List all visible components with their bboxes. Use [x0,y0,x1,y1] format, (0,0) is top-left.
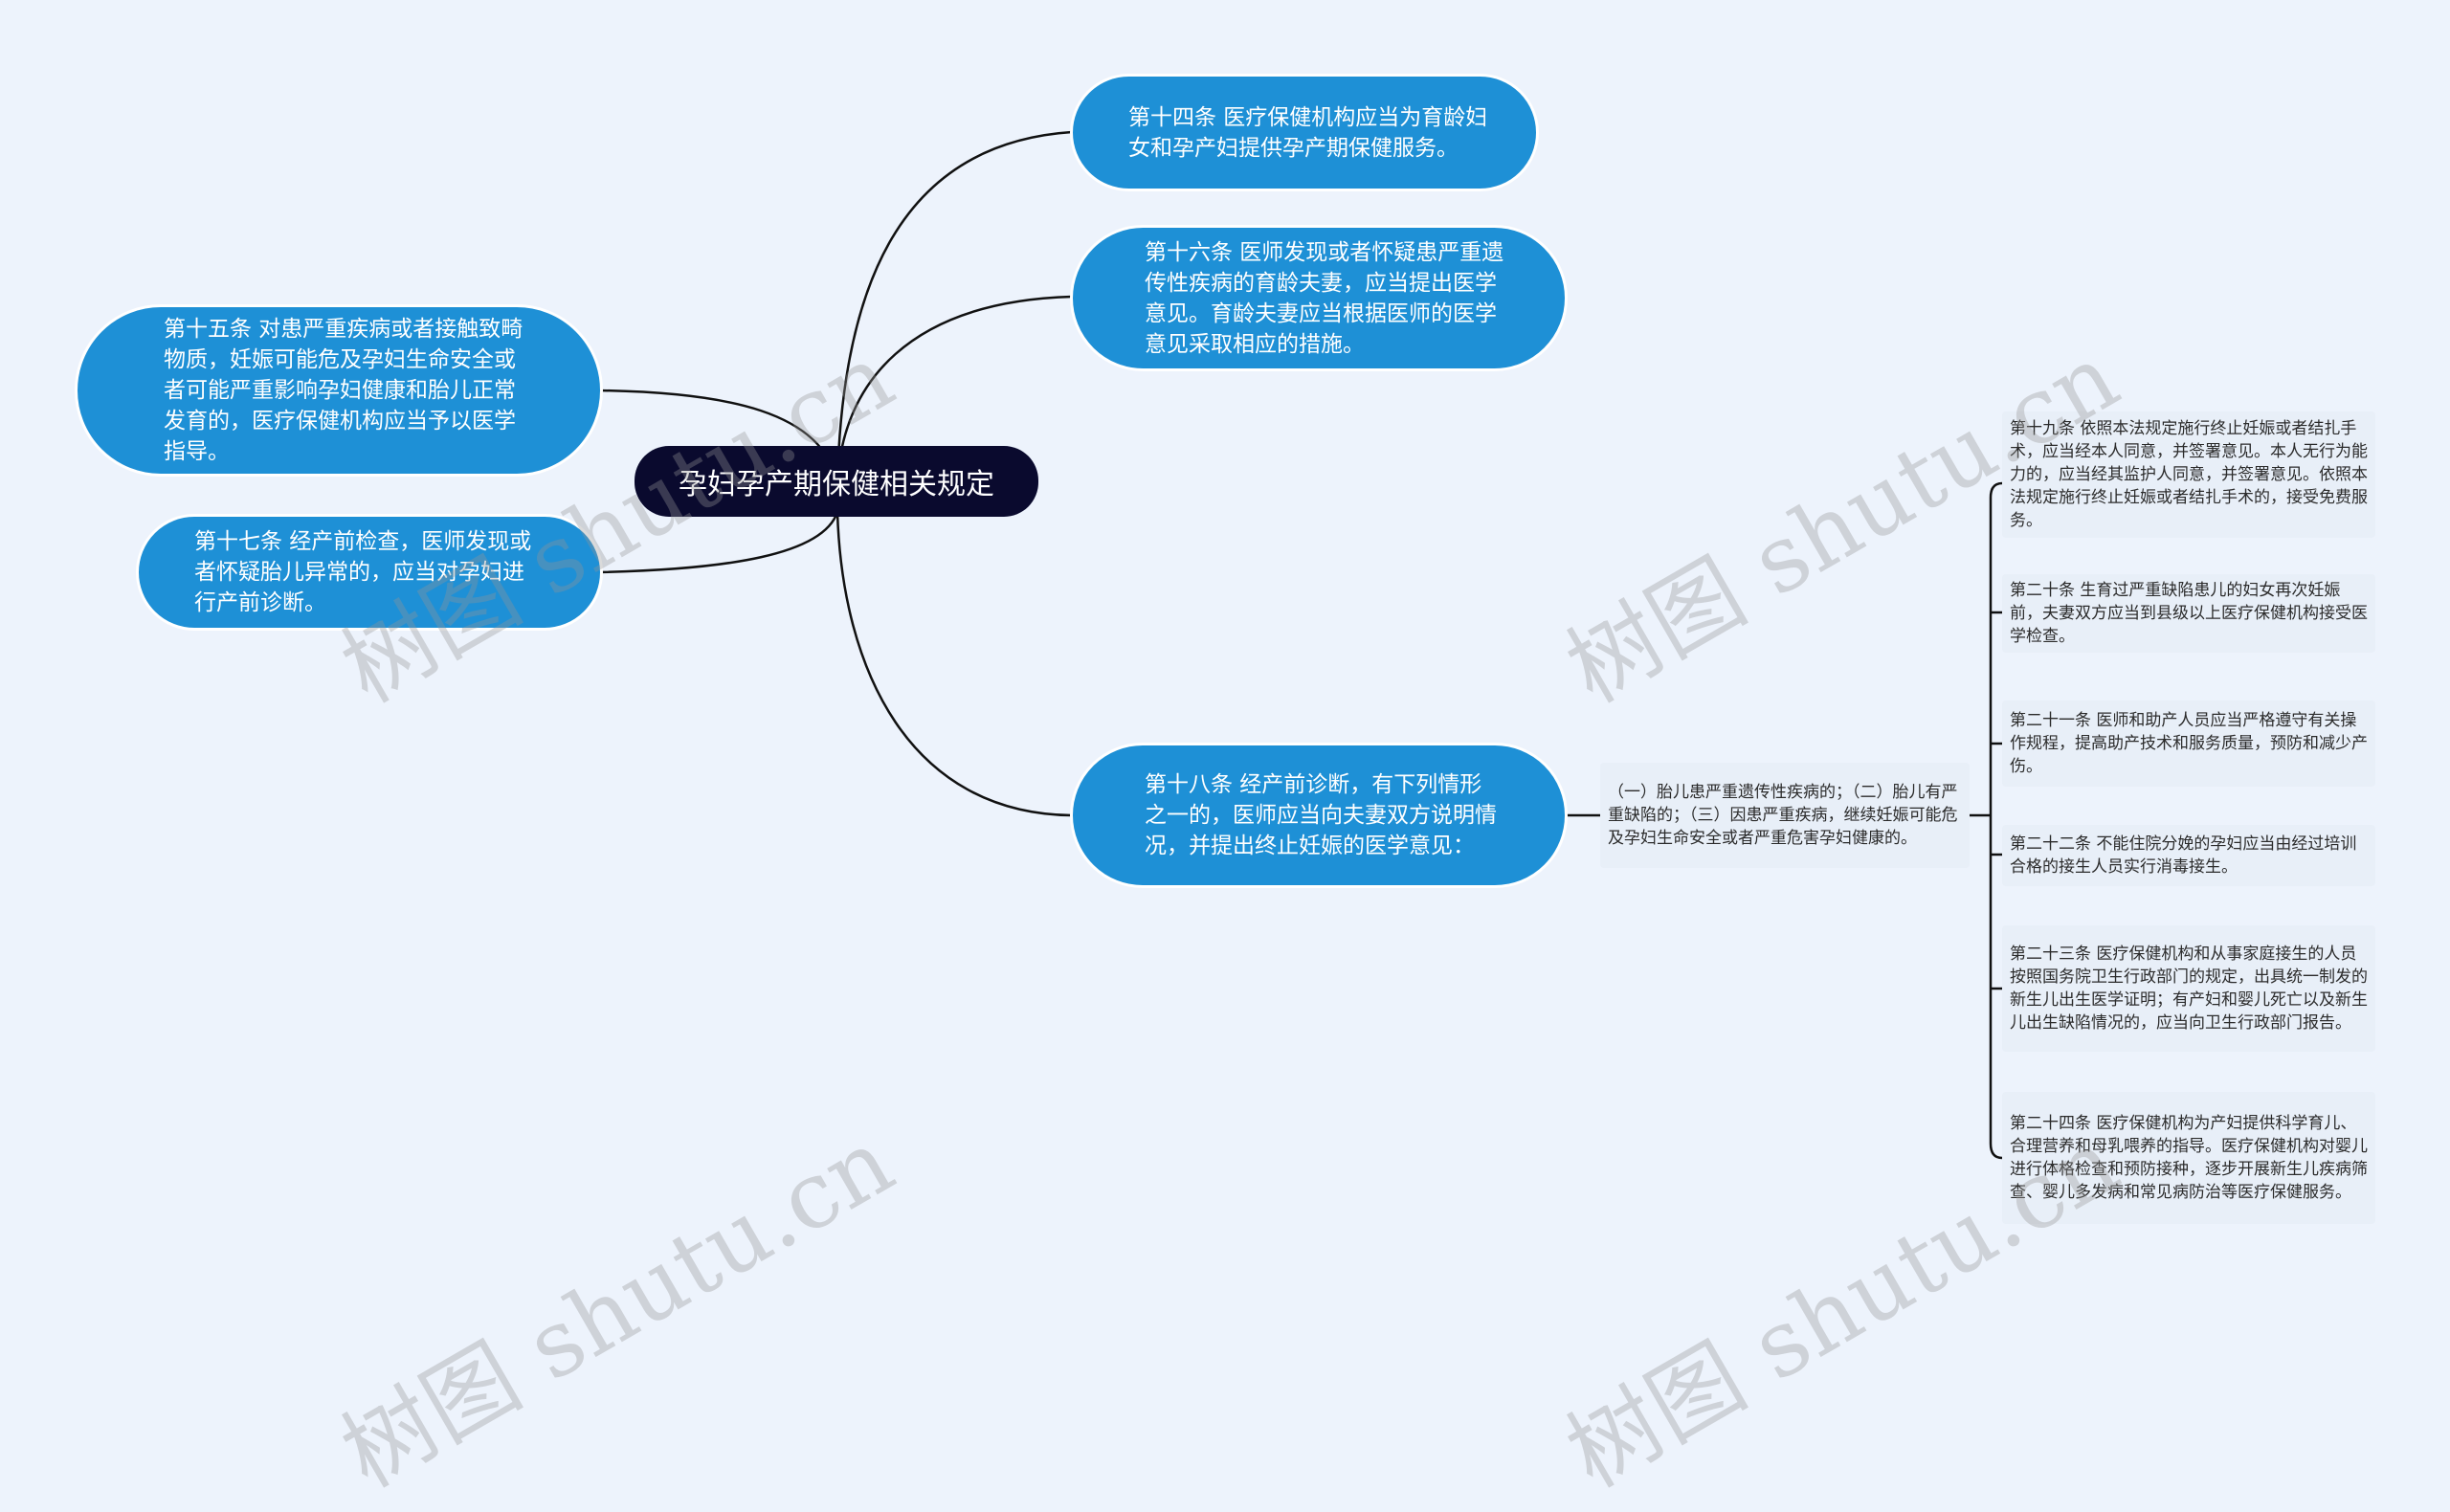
leaf-article-19[interactable]: 第十九条 依照本法规定施行终止妊娠或者结扎手术，应当经本人同意，并签署意见。本人… [2002,411,2375,538]
leaf-article-21-text: 第二十一条 医师和助产人员应当严格遵守有关操作规程，提高助产技术和服务质量，预防… [2010,711,2368,776]
branch-article-18[interactable]: 第十八条 经产前诊断，有下列情形之一的，医师应当向夫妻双方说明情况，并提出终止妊… [1070,743,1568,888]
branch-article-15[interactable]: 第十五条 对患严重疾病或者接触致畸物质，妊娠可能危及孕妇生命安全或者可能严重影响… [75,304,603,477]
link-b14 [835,130,1073,484]
leaf-article-20[interactable]: 第二十条 生育过严重缺陷患儿的妇女再次妊娠前，夫妻双方应当到县级以上医疗保健机构… [2002,574,2375,653]
branch-article-16-text: 第十六条 医师发现或者怀疑患严重遗传性疾病的育龄夫妻，应当提出医学意见。育龄夫妻… [1145,239,1504,357]
leaf-article-23-text: 第二十三条 医疗保健机构和从事家庭接生的人员按照国务院卫生行政部门的规定，出具统… [2010,945,2368,1033]
leaf-article-24[interactable]: 第二十四条 医疗保健机构为产妇提供科学育儿、合理营养和母乳喂养的指导。医疗保健机… [2002,1092,2375,1224]
link-b18 [835,511,1073,817]
branch-article-18-text: 第十八条 经产前诊断，有下列情形之一的，医师应当向夫妻双方说明情况，并提出终止妊… [1145,772,1497,858]
leaf-article-19-text: 第十九条 依照本法规定施行终止妊娠或者结扎手术，应当经本人同意，并签署意见。本人… [2010,419,2368,530]
article-18-detail[interactable]: （一）胎儿患严重遗传性疾病的；（二）胎儿有严重缺陷的；（三）因患严重疾病，继续妊… [1600,763,1970,868]
leaf-article-23[interactable]: 第二十三条 医疗保健机构和从事家庭接生的人员按照国务院卫生行政部门的规定，出具统… [2002,925,2375,1052]
branch-article-14-text: 第十四条 医疗保健机构应当为育龄妇女和孕产妇提供孕产期保健服务。 [1128,104,1488,161]
leaf-article-21[interactable]: 第二十一条 医师和助产人员应当严格遵守有关操作规程，提高助产技术和服务质量，预防… [2002,700,2375,787]
link-b17 [597,511,839,574]
leaf-article-22-text: 第二十二条 不能住院分娩的孕妇应当由经过培训合格的接生人员实行消毒接生。 [2010,834,2357,877]
branch-article-17[interactable]: 第十七条 经产前检查，医师发现或者怀疑胎儿异常的，应当对孕妇进行产前诊断。 [136,514,603,631]
branch-article-15-text: 第十五条 对患严重疾病或者接触致畸物质，妊娠可能危及孕妇生命安全或者可能严重影响… [164,317,523,464]
link-b16 [835,295,1073,484]
leaf-article-24-text: 第二十四条 医疗保健机构为产妇提供科学育儿、合理营养和母乳喂养的指导。医疗保健机… [2010,1114,2368,1202]
root-topic-label: 孕妇孕产期保健相关规定 [679,468,994,501]
leaf-article-22[interactable]: 第二十二条 不能住院分娩的孕妇应当由经过培训合格的接生人员实行消毒接生。 [2002,825,2375,886]
branch-article-17-text: 第十七条 经产前检查，医师发现或者怀疑胎儿异常的，应当对孕妇进行产前诊断。 [194,529,532,615]
leaf-article-20-text: 第二十条 生育过严重缺陷患儿的妇女再次妊娠前，夫妻双方应当到县级以上医疗保健机构… [2010,581,2368,646]
leaves-bracket [1989,481,2003,1160]
root-topic[interactable]: 孕妇孕产期保健相关规定 [635,446,1038,517]
article-18-detail-text: （一）胎儿患严重遗传性疾病的；（二）胎儿有严重缺陷的；（三）因患严重疾病，继续妊… [1608,783,1958,848]
branch-article-14[interactable]: 第十四条 医疗保健机构应当为育龄妇女和孕产妇提供孕产期保健服务。 [1070,74,1539,191]
branch-article-16[interactable]: 第十六条 医师发现或者怀疑患严重遗传性疾病的育龄夫妻，应当提出医学意见。育龄夫妻… [1070,225,1568,371]
